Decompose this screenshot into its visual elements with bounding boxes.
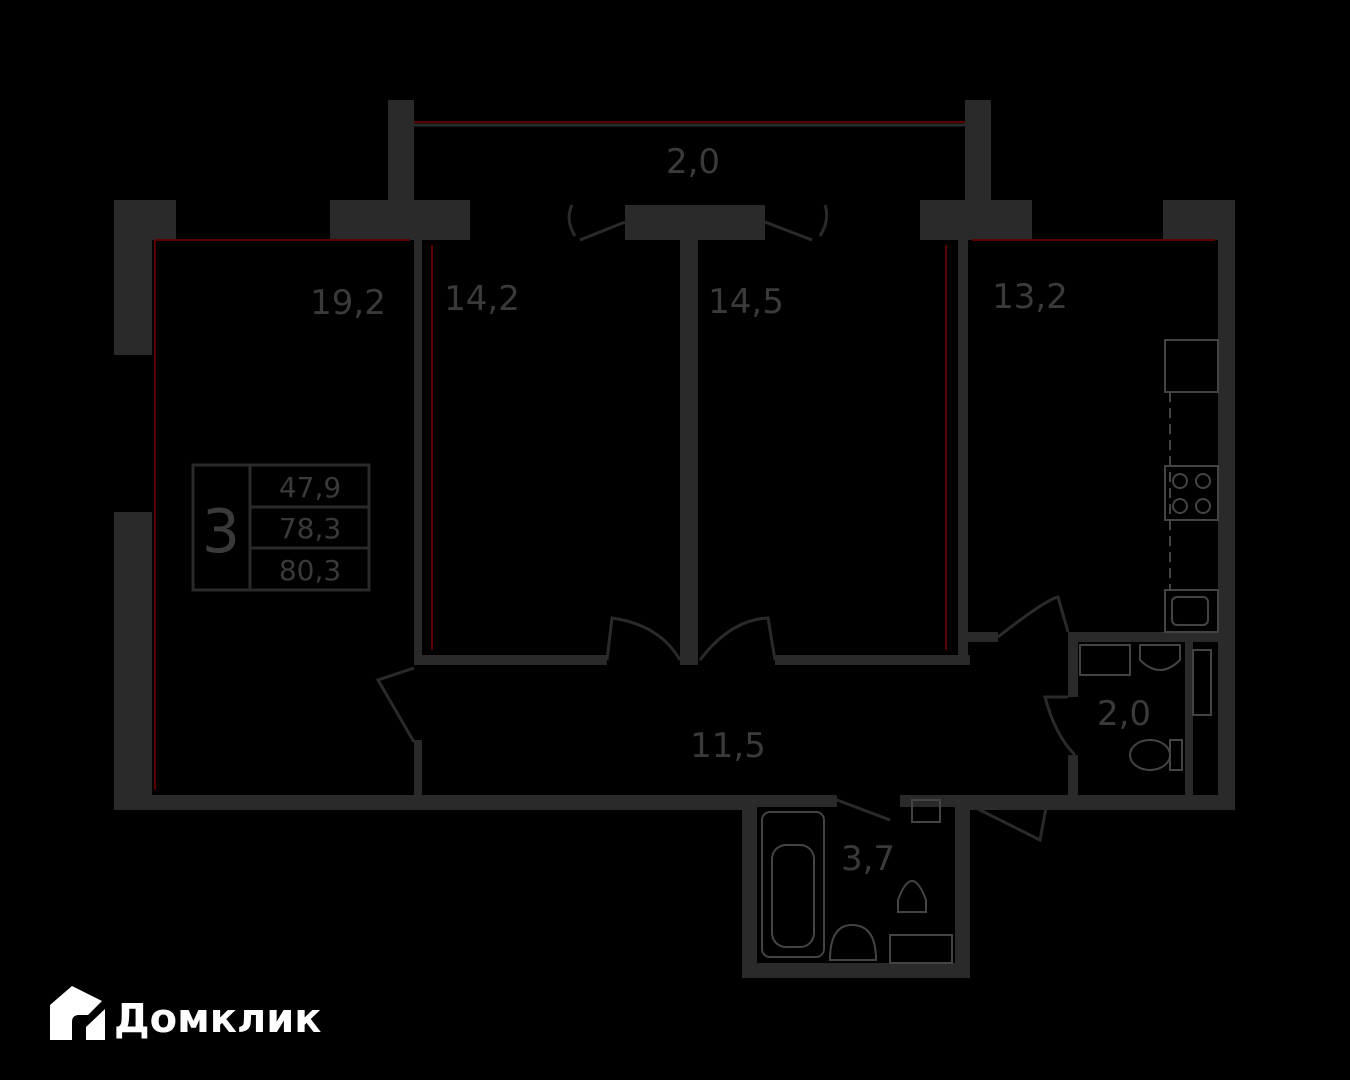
hallway-area: 11,5 (690, 726, 766, 766)
kitchen-fixtures (1164, 339, 1219, 633)
total-area-with-balcony-value: 80,3 (279, 554, 341, 587)
room-middle-right-area: 14,5 (708, 282, 784, 322)
doors (375, 204, 1077, 843)
room-labels: 2,0 19,2 14,2 14,5 13,2 11,5 2,0 3,7 (310, 142, 1151, 879)
room-left-area: 19,2 (310, 283, 386, 323)
exterior-walls (114, 200, 1235, 978)
balcony (388, 100, 991, 208)
interior-walls (414, 240, 1218, 800)
bathroom-area: 3,7 (841, 839, 895, 879)
summary-box: 3 47,9 78,3 80,3 (191, 463, 371, 592)
toilet-fixtures (1079, 644, 1212, 771)
room-middle-left-area: 14,2 (444, 279, 520, 319)
brand-logo[interactable]: Домклик (50, 986, 321, 1042)
toilet-area: 2,0 (1097, 694, 1151, 734)
brand-name: Домклик (114, 996, 321, 1042)
rooms-count: 3 (202, 497, 240, 567)
kitchen-area: 13,2 (992, 277, 1068, 317)
living-area-value: 47,9 (279, 471, 341, 504)
house-logo-icon (50, 986, 105, 1040)
bathroom-fixtures (761, 799, 953, 964)
accent-lines (154, 239, 1215, 790)
total-area-value: 78,3 (279, 512, 341, 545)
balcony-area: 2,0 (666, 142, 720, 182)
